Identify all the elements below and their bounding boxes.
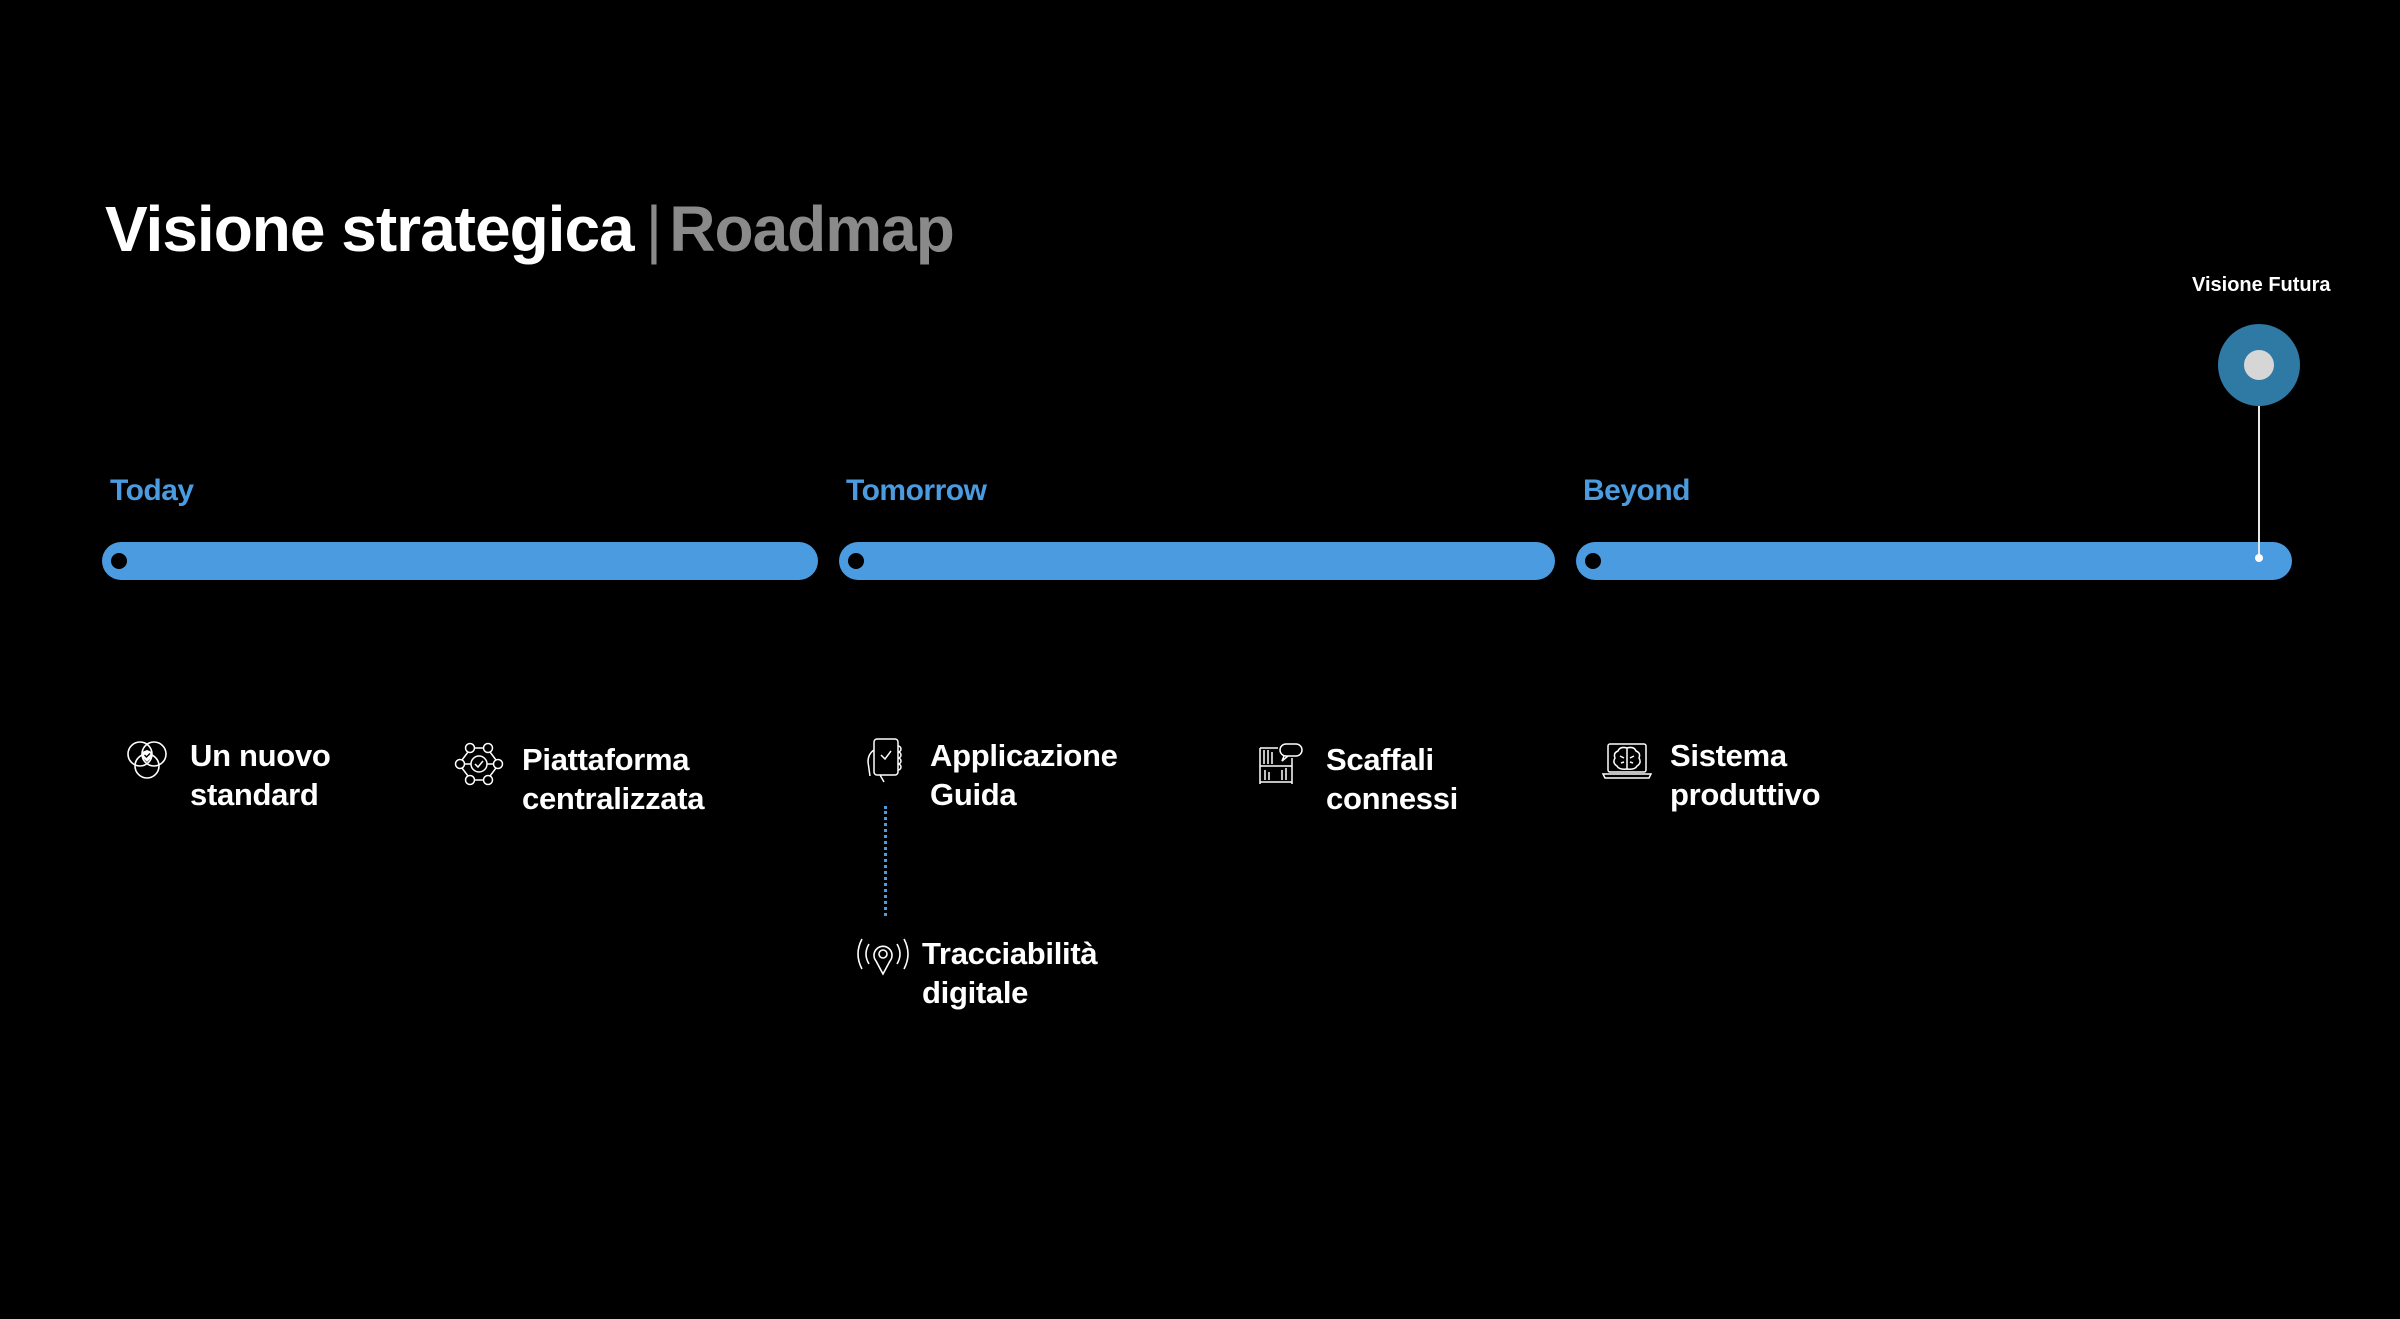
- timeline-start-dot: [111, 553, 127, 569]
- item-label: Applicazione Guida: [930, 738, 1118, 812]
- timeline-start-dot: [1585, 553, 1601, 569]
- title-separator: |: [645, 193, 663, 265]
- roadmap-item-traceability: Tracciabilità digitale: [852, 934, 1098, 1012]
- roadmap-item-production-system: Sistema produttivo: [1600, 736, 1821, 814]
- venn-shield-icon: [120, 736, 174, 784]
- item-label: Sistema produttivo: [1670, 738, 1821, 812]
- item-label: Un nuovo standard: [190, 738, 331, 812]
- brain-laptop-icon: [1600, 736, 1654, 784]
- timeline-start-dot: [848, 553, 864, 569]
- location-signal-icon: [852, 934, 914, 982]
- timeline-bar-today: [102, 542, 818, 580]
- title-main: Visione strategica: [105, 193, 635, 265]
- vision-connector-line: [2258, 388, 2260, 558]
- roadmap-item-platform: Piattaforma centralizzata: [452, 740, 704, 818]
- phase-label-today: Today: [110, 474, 194, 507]
- item-label: Scaffali connessi: [1326, 742, 1458, 816]
- phase-label-beyond: Beyond: [1583, 474, 1691, 507]
- vision-marker: [2218, 324, 2300, 406]
- timeline-bar-tomorrow: [839, 542, 1555, 580]
- network-hub-icon: [452, 740, 506, 788]
- vision-label: Visione Futura: [2192, 274, 2331, 296]
- connected-shelf-icon: [1256, 740, 1310, 788]
- item-label: Tracciabilità digitale: [922, 936, 1098, 1010]
- phase-label-tomorrow: Tomorrow: [846, 474, 987, 507]
- vision-marker-core: [2244, 350, 2274, 380]
- page-title: Visione strategica|Roadmap: [105, 192, 955, 266]
- title-sub: Roadmap: [669, 193, 955, 265]
- timeline-bar-beyond: [1576, 542, 2292, 580]
- vision-connector-end-dot: [2255, 554, 2263, 562]
- dotted-connector: [884, 806, 887, 916]
- roadmap-item-connected-shelves: Scaffali connessi: [1256, 740, 1458, 818]
- item-label: Piattaforma centralizzata: [522, 742, 705, 816]
- roadmap-item-standard: Un nuovo standard: [120, 736, 331, 814]
- hand-phone-icon: [860, 736, 914, 784]
- roadmap-item-guide-app: Applicazione Guida: [860, 736, 1118, 814]
